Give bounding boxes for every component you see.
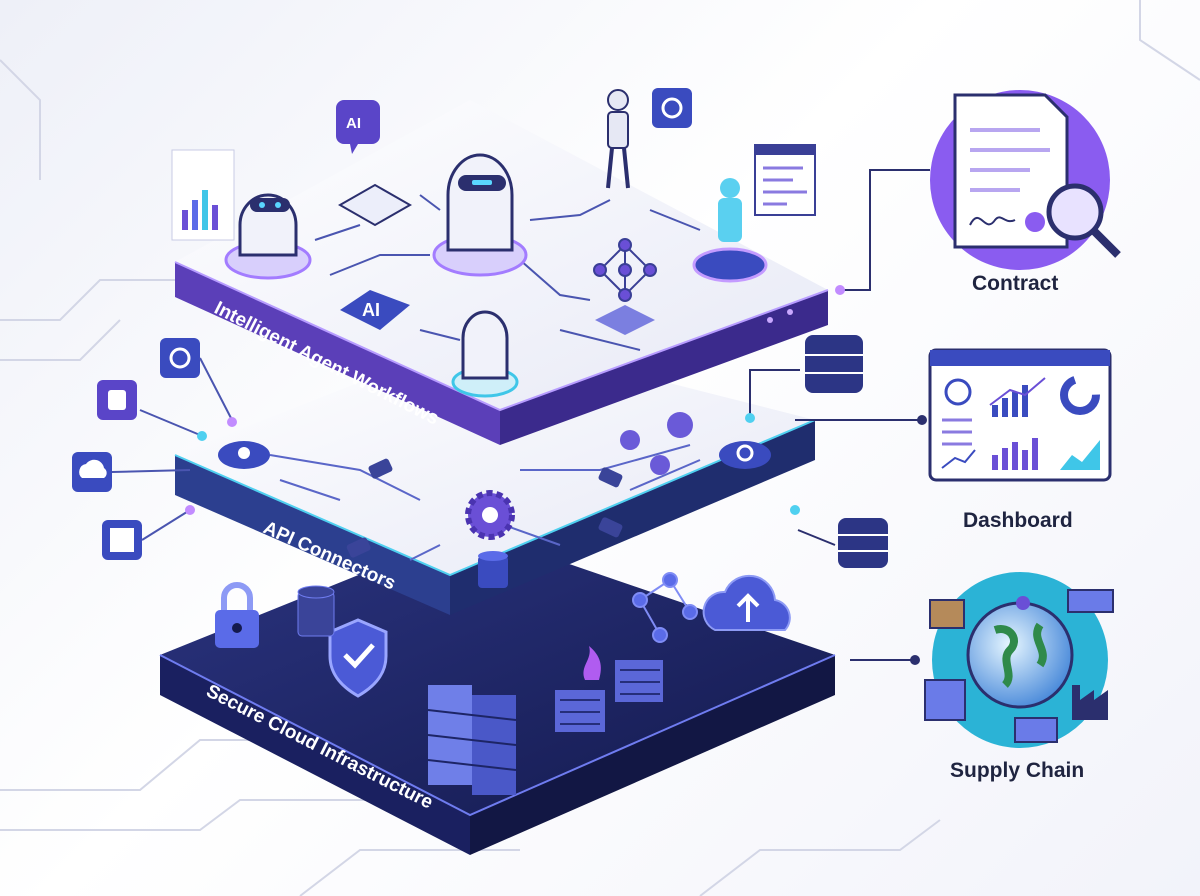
- analytics-panel-icon: [171, 149, 235, 241]
- ai-bubble-icon: AI: [336, 100, 380, 154]
- shield-icon: [328, 618, 388, 698]
- layer-intelligent-agents[interactable]: Intelligent Agent Workflows AI: [171, 88, 829, 445]
- bar-chart-icon: [992, 385, 1028, 417]
- sync-badge-icon: [719, 441, 771, 469]
- cloud-upload-tile-icon: [72, 452, 112, 492]
- network-nodes-icon: [632, 572, 698, 643]
- neural-network-icon: [593, 238, 657, 335]
- settings-tile-icon: [652, 88, 692, 128]
- truck-icon: [1067, 589, 1114, 613]
- plug-icon: [346, 458, 623, 558]
- gears-icon: [620, 412, 693, 475]
- factory-icon: [1072, 685, 1108, 720]
- robot-figure-icon: [692, 178, 768, 283]
- output-supply-chain[interactable]: Supply Chain: [924, 572, 1114, 782]
- output-dashboard[interactable]: Dashboard: [928, 348, 1112, 532]
- layer-api-connectors[interactable]: API Connectors: [174, 335, 816, 615]
- database-icon: [478, 551, 508, 588]
- gauge-icon: [944, 378, 972, 406]
- signature-icon: [969, 216, 1016, 226]
- ai-bubble-label: AI: [346, 115, 361, 132]
- robot-head-icon: [432, 153, 528, 277]
- output-label-dashboard: Dashboard: [963, 509, 1073, 532]
- humanoid-robot-icon: [606, 89, 630, 189]
- lock-icon: [215, 582, 259, 648]
- location-pin-icon: [1016, 596, 1030, 610]
- database-icon: [297, 585, 335, 637]
- globe-icon: [966, 601, 1074, 709]
- server-rack-icon: [427, 685, 517, 795]
- pie-chart-icon: [1060, 375, 1100, 415]
- robot-head-icon: [451, 310, 519, 398]
- firewall-icon: [555, 646, 663, 732]
- output-label-supply-chain: Supply Chain: [950, 759, 1084, 782]
- seal-icon: [1025, 212, 1045, 232]
- magnifier-icon: [1046, 183, 1104, 241]
- container-icon: [924, 679, 966, 721]
- robot-head-icon: [224, 193, 312, 280]
- gear-icon: [465, 490, 515, 540]
- ai-chip-badge: AI: [340, 290, 410, 330]
- ai-chip-label: AI: [362, 300, 380, 320]
- package-icon: [929, 599, 965, 629]
- settings-icon: [160, 338, 200, 378]
- output-contract[interactable]: Contract: [930, 90, 1121, 295]
- browser-tile-icon: [102, 520, 142, 560]
- workflow-arrows: [314, 194, 701, 351]
- right-connector-icons: [745, 169, 930, 665]
- left-connector-icons: [72, 338, 237, 560]
- code-window-icon: [754, 144, 816, 216]
- output-label-contract: Contract: [972, 272, 1058, 295]
- cloud-upload-icon: [702, 574, 791, 631]
- flow-chip-icon: [337, 183, 413, 227]
- database-tile-icon: [97, 380, 137, 420]
- delivery-truck-icon: [1014, 717, 1058, 743]
- database-icon: [838, 518, 888, 568]
- database-icon: [805, 335, 863, 393]
- connector-lines: [269, 444, 701, 561]
- gear-badge-icon: [218, 441, 270, 469]
